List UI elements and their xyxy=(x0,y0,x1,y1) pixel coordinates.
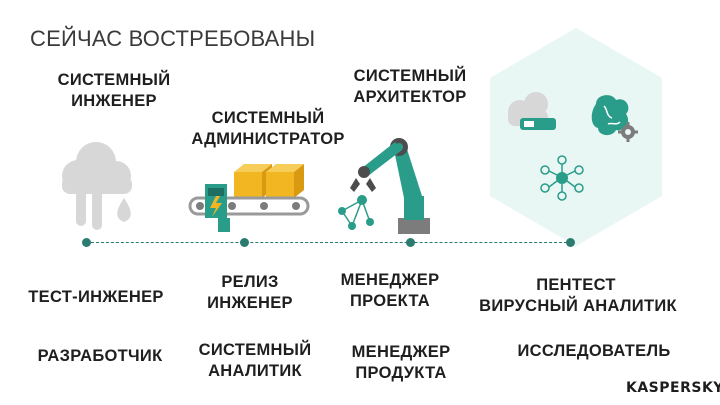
kaspersky-logo: KASPERSKY: xyxy=(626,380,720,396)
role-release-engineer: РЕЛИЗ ИНЖЕНЕР xyxy=(207,273,293,312)
role-product-manager: МЕНЕДЖЕР ПРОДУКТА xyxy=(351,343,451,382)
timeline-dot xyxy=(406,238,415,247)
timeline-dot xyxy=(240,238,249,247)
role-test-engineer: ТЕСТ-ИНЖЕНЕР xyxy=(28,288,164,306)
timeline-dashed-line xyxy=(86,242,572,243)
logo-text: KASPERSKY xyxy=(626,380,720,396)
role-pentest: ПЕНТЕСТ xyxy=(536,276,616,294)
role-project-manager: МЕНЕДЖЕР ПРОЕКТА xyxy=(340,271,440,310)
role-developer: РАЗРАБОТЧИК xyxy=(37,347,163,365)
role-virus-analyst: ВИРУСНЫЙ АНАЛИТИК xyxy=(479,297,677,315)
role-researcher: ИССЛЕДОВАТЕЛЬ xyxy=(517,342,671,360)
role-system-engineer: СИСТЕМНЫЙ ИНЖЕНЕР xyxy=(57,71,171,110)
timeline-dot xyxy=(82,238,91,247)
role-system-architect: СИСТЕМНЫЙ АРХИТЕКТОР xyxy=(353,67,467,106)
role-system-administrator: СИСТЕМНЫЙ АДМИНИСТРАТОР xyxy=(191,109,345,148)
role-system-analyst: СИСТЕМНЫЙ АНАЛИТИК xyxy=(198,341,312,380)
slide-title: СЕЙЧАС ВОСТРЕБОВАНЫ xyxy=(30,26,316,51)
timeline-dot xyxy=(566,238,575,247)
